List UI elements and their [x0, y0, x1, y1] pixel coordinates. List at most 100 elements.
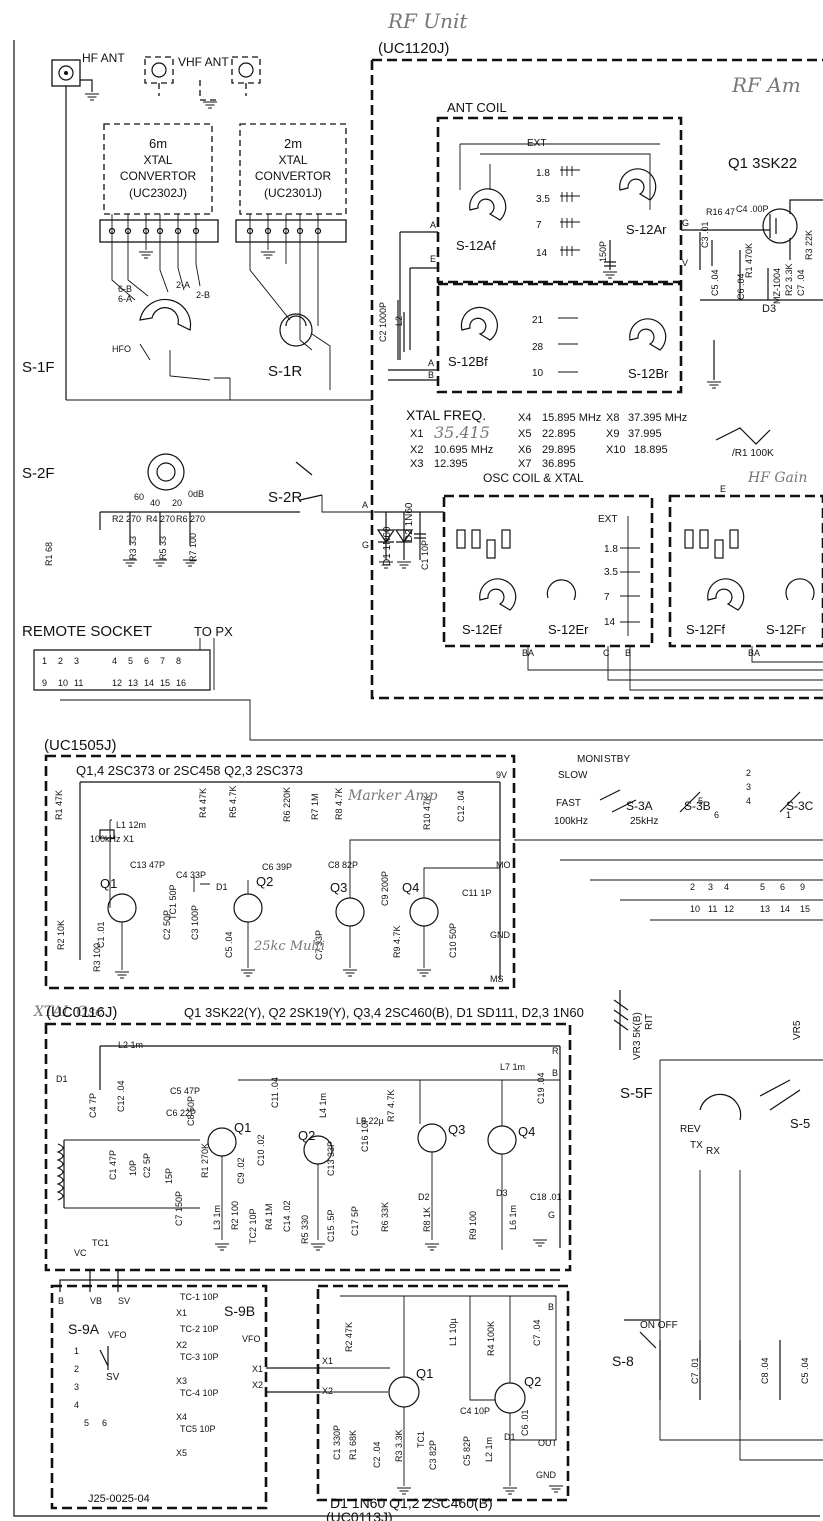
att-part: R1 68	[44, 542, 54, 566]
vfo-part: C8 50P	[186, 1096, 196, 1126]
osc-coil-number: 7	[604, 592, 610, 603]
marker-part: C5 .04	[224, 931, 234, 958]
s9a-label: S-9A	[68, 1321, 100, 1337]
vfo-part: R8 1K	[422, 1207, 432, 1232]
power-switch-s8: ON OFF S-8 C7 .01 C8 .04 C5 .04	[612, 1319, 823, 1461]
vfo-part: C19 .04	[536, 1072, 546, 1104]
s5-label: S-5	[790, 1116, 810, 1131]
xtal-entry-value: 36.895	[542, 458, 576, 470]
vfo-part: C7 150P	[174, 1191, 184, 1226]
rf-amp-part: D3	[762, 303, 776, 315]
att-part: R3 33	[128, 536, 138, 560]
xosc-port: GND	[536, 1470, 557, 1480]
xtal-entry-label: X2	[410, 444, 423, 456]
trimmer: TC-4 10P	[180, 1388, 219, 1398]
osc-port: A	[362, 500, 368, 510]
xtal: X2	[176, 1340, 187, 1350]
xosc-part: R2 47K	[344, 1322, 354, 1352]
converter-6m: 6m XTAL CONVERTOR (UC2302J)	[99, 123, 219, 243]
vfo-part: R2 100	[230, 1201, 240, 1230]
xosc-part: C3 82P	[428, 1440, 438, 1470]
marker-hand: 25kc Multi	[253, 939, 325, 954]
rf-amp-part: C5 .04	[710, 269, 720, 296]
xtal-entry-value: 18.895	[634, 444, 668, 456]
socket-pin: 13	[128, 678, 138, 688]
xosc-part: C2 .04	[372, 1441, 382, 1468]
rf-amp-part: R3 22K	[804, 230, 814, 260]
vfo-part: L4 1m	[318, 1093, 328, 1118]
marker-part: R1 47K	[54, 790, 64, 820]
s3c-label: S-3C	[786, 799, 814, 813]
ant-port: A	[428, 358, 434, 368]
terminal-number: 4	[746, 796, 751, 806]
ant-coil-title: ANT COIL	[447, 100, 507, 115]
xtal-select: B VB SV S-9A S-9B VFO VFO SV TC-1 10PTC-…	[50, 1270, 560, 1510]
xtal-freq-table: XTAL FREQ. X1 35.415 X2 10.695 MHz X3 12…	[406, 407, 687, 470]
osc-port: B	[625, 648, 631, 658]
terminal-number: 2	[746, 768, 751, 778]
marker-port: 9V	[496, 770, 507, 780]
osc-coil-title: OSC COIL & XTAL	[483, 471, 584, 485]
mode-label: STBY	[604, 754, 630, 765]
xtal-entry-label: X10	[606, 444, 626, 456]
vfo-part: L2 1m	[118, 1040, 143, 1050]
vfo-part: TC1	[92, 1238, 109, 1248]
ant-part: L2	[394, 316, 404, 326]
xtal: X5	[176, 1448, 187, 1458]
marker-part: R2 10K	[56, 920, 66, 950]
bottom-cap: C7 .01	[690, 1357, 700, 1384]
xosc-q: Q1	[416, 1366, 433, 1381]
terminal-number: 6	[714, 810, 719, 820]
marker-unit-code: (UC1505J)	[44, 737, 117, 754]
terminal-number: 3	[746, 782, 751, 792]
marker-unit: (UC1505J) Q1,4 2SC373 or 2SC458 Q2,3 2SC…	[33, 737, 516, 1020]
rit-sub: RIT	[644, 1014, 655, 1030]
marker-q: Q3	[330, 880, 347, 895]
marker-part: C9 200P	[380, 871, 390, 906]
switch-position: 5	[84, 1418, 89, 1428]
switch-position: 2	[74, 1364, 79, 1374]
switch-position: 4	[74, 1400, 79, 1410]
xosc-port: OUT	[538, 1438, 558, 1448]
att-part: R6 270	[176, 514, 205, 524]
att-part: R2 270	[112, 514, 141, 524]
xtal-entry-label: X1	[410, 428, 423, 440]
rf-amp-part: R2 3.3K	[784, 263, 794, 296]
marker-port: MO	[496, 860, 511, 870]
marker-part: C3 100P	[190, 905, 200, 940]
coil-number: 1.8	[536, 168, 550, 179]
vfo-part: C2 5P	[142, 1153, 152, 1178]
terminal-number: 4	[724, 882, 729, 892]
marker-part: C4 33P	[176, 870, 206, 880]
xsel-part-no: J25-0025-04	[88, 1493, 150, 1505]
converter-type: XTAL	[278, 153, 307, 167]
socket-pin: 8	[176, 656, 181, 666]
s1r-label: S-1R	[268, 363, 302, 380]
vfo-part: R1 270K	[200, 1143, 210, 1178]
vfo-q: Q1	[234, 1120, 251, 1135]
bottom-cap: C5 .04	[800, 1357, 810, 1384]
xtal-entry-label: X8	[606, 412, 619, 424]
xosc-part: C4 10P	[460, 1406, 490, 1416]
xosc-part: TC1	[416, 1431, 426, 1448]
s12ef-label: S-12Ef	[462, 622, 502, 637]
s2f-pos: 60	[134, 492, 144, 502]
mode-label: 25kHz	[630, 816, 658, 827]
xosc-part: R3 3.3K	[394, 1429, 404, 1462]
trimmer: TC5 10P	[180, 1424, 216, 1434]
marker-part: C6 39P	[262, 862, 292, 872]
vfo-part: D2	[418, 1192, 430, 1202]
terminal-number: 15	[800, 904, 810, 914]
marker-part: R3 100	[92, 943, 102, 972]
terminal-number: 2	[690, 882, 695, 892]
coil-number: 14	[536, 248, 548, 259]
socket-pin: 2	[58, 656, 63, 666]
s1f-pos: HFO	[112, 344, 131, 354]
att-part: R5 33	[158, 536, 168, 560]
vfo-part: C13 33P	[326, 1141, 336, 1176]
xosc-part: C1 330P	[332, 1425, 342, 1460]
marker-port: MS	[490, 974, 504, 984]
s1f-pos: 6-A	[118, 294, 132, 304]
